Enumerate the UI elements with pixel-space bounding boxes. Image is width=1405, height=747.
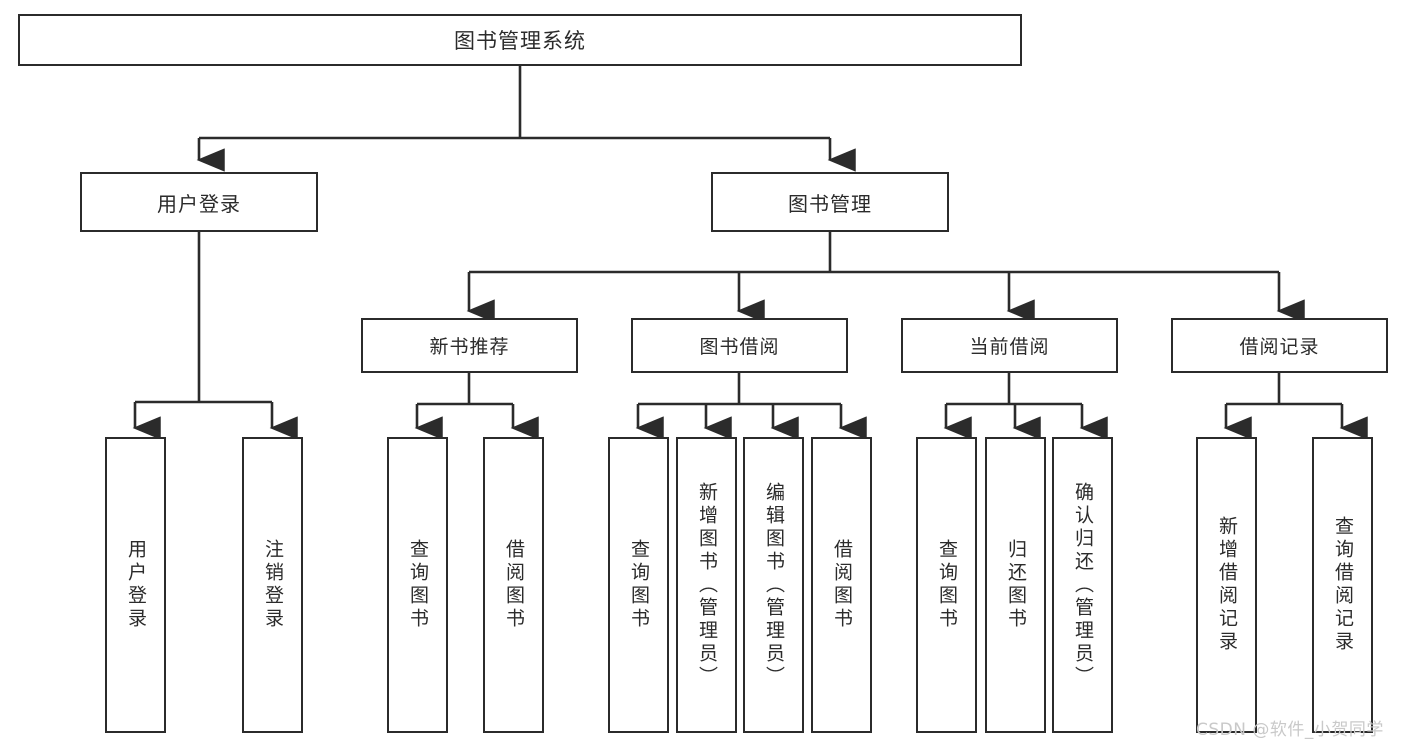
- node-leaf-user-login[interactable]: 用户登录: [105, 437, 166, 733]
- node-book-borrow-label: 图书借阅: [699, 336, 780, 358]
- node-leaf-confirm-return[interactable]: 确认归还（管理员）: [1052, 437, 1113, 733]
- node-book-manage[interactable]: 图书管理: [711, 172, 949, 232]
- node-leaf-edit-book-label: 编辑图书（管理员）: [763, 481, 785, 689]
- node-new-book-rec[interactable]: 新书推荐: [361, 318, 578, 373]
- node-root[interactable]: 图书管理系统: [18, 14, 1022, 66]
- node-borrow-record[interactable]: 借阅记录: [1171, 318, 1388, 373]
- node-leaf-logout[interactable]: 注销登录: [242, 437, 303, 733]
- node-leaf-logout-label: 注销登录: [262, 539, 284, 631]
- node-leaf-edit-book[interactable]: 编辑图书（管理员）: [743, 437, 804, 733]
- node-leaf-query-book-3-label: 查询图书: [936, 539, 958, 631]
- node-leaf-query-book-1[interactable]: 查询图书: [387, 437, 448, 733]
- node-leaf-borrow-book-2[interactable]: 借阅图书: [811, 437, 872, 733]
- node-current-borrow[interactable]: 当前借阅: [901, 318, 1118, 373]
- node-leaf-query-book-2[interactable]: 查询图书: [608, 437, 669, 733]
- node-leaf-return-book[interactable]: 归还图书: [985, 437, 1046, 733]
- node-root-label: 图书管理系统: [454, 29, 586, 53]
- node-leaf-borrow-book-1[interactable]: 借阅图书: [483, 437, 544, 733]
- node-leaf-add-book-label: 新增图书（管理员）: [696, 481, 718, 689]
- node-leaf-query-book-3[interactable]: 查询图书: [916, 437, 977, 733]
- node-leaf-query-record-label: 查询借阅记录: [1332, 516, 1354, 654]
- node-leaf-borrow-book-2-label: 借阅图书: [831, 539, 853, 631]
- node-leaf-add-record[interactable]: 新增借阅记录: [1196, 437, 1257, 733]
- node-leaf-add-record-label: 新增借阅记录: [1216, 516, 1238, 654]
- node-current-borrow-label: 当前借阅: [969, 336, 1050, 358]
- node-leaf-confirm-return-label: 确认归还（管理员）: [1072, 481, 1094, 689]
- node-leaf-add-book[interactable]: 新增图书（管理员）: [676, 437, 737, 733]
- node-new-book-rec-label: 新书推荐: [429, 336, 510, 358]
- node-leaf-query-book-1-label: 查询图书: [407, 539, 429, 631]
- node-leaf-query-book-2-label: 查询图书: [628, 539, 650, 631]
- node-borrow-record-label: 借阅记录: [1239, 336, 1320, 358]
- node-leaf-return-book-label: 归还图书: [1005, 539, 1027, 631]
- node-leaf-query-record[interactable]: 查询借阅记录: [1312, 437, 1373, 733]
- node-leaf-user-login-label: 用户登录: [125, 539, 147, 631]
- node-book-manage-label: 图书管理: [788, 191, 872, 216]
- node-leaf-borrow-book-1-label: 借阅图书: [503, 539, 525, 631]
- node-book-borrow[interactable]: 图书借阅: [631, 318, 848, 373]
- node-user-login-label: 用户登录: [157, 191, 241, 216]
- node-user-login[interactable]: 用户登录: [80, 172, 318, 232]
